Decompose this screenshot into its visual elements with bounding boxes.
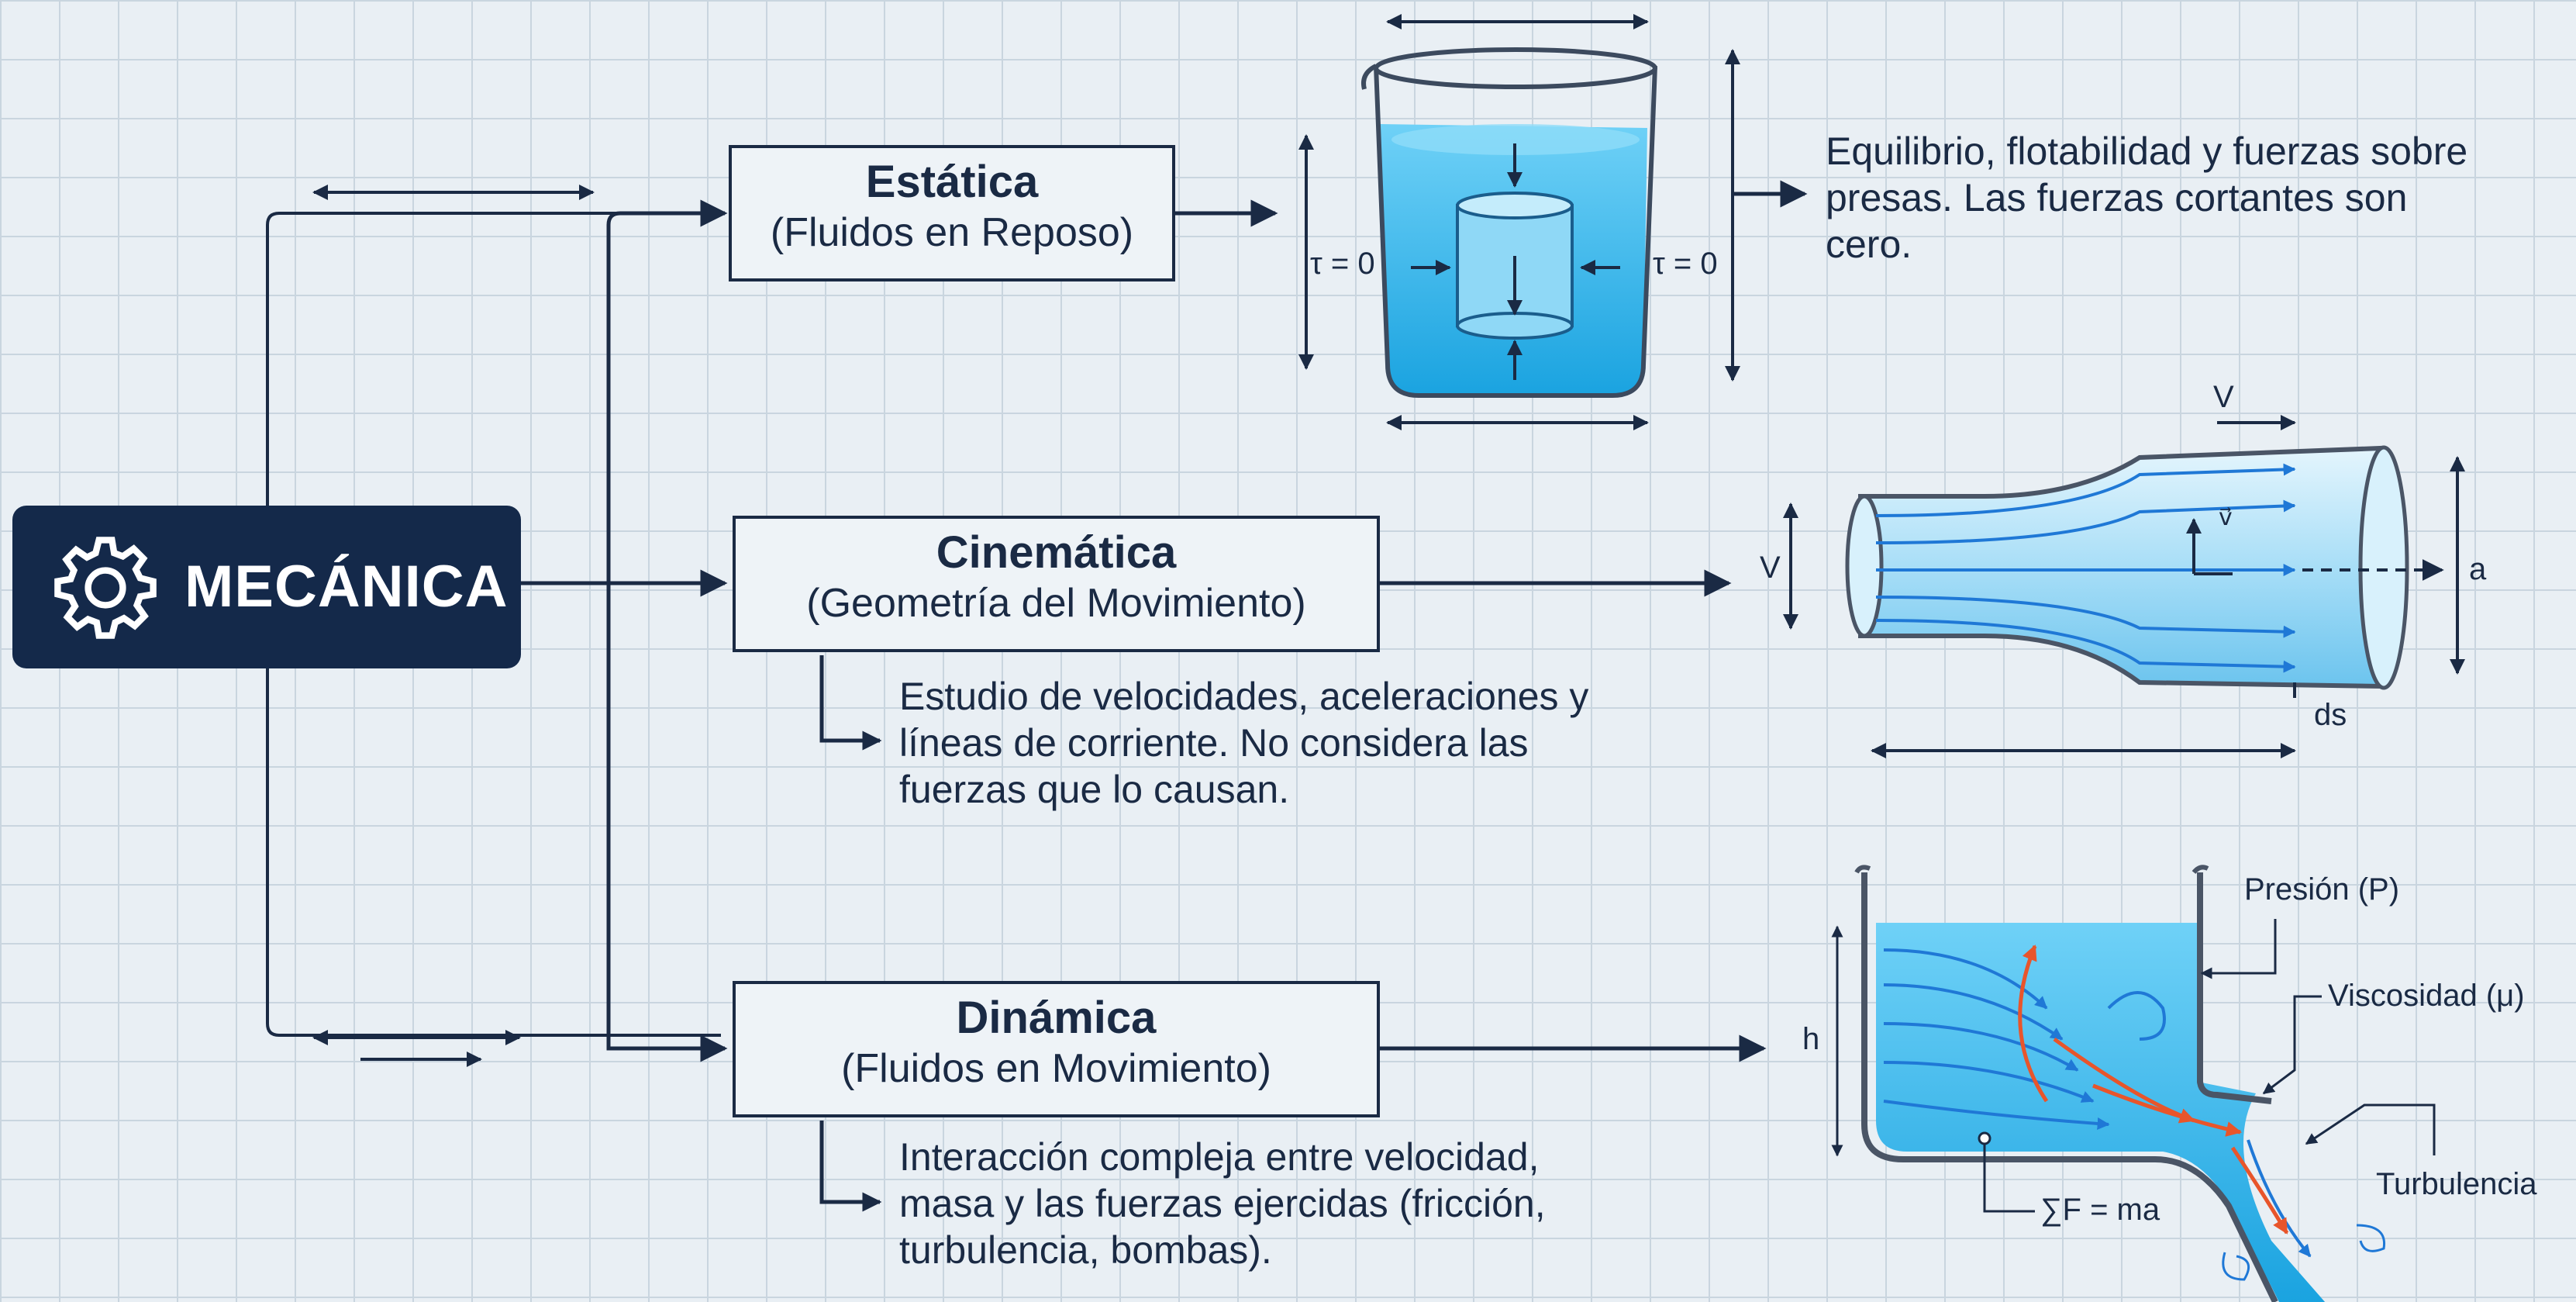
branch-box-estatica: Estática (Fluidos en Reposo) (729, 145, 1175, 281)
branch-title-estatica: Estática (865, 157, 1039, 207)
branch-connectors (521, 180, 1808, 1212)
description-line: Interacción compleja entre velocidad, (899, 1135, 1540, 1179)
velocity-top-label: V (2213, 380, 2234, 414)
turbulence-label: Turbulencia (2376, 1167, 2537, 1201)
branch-title-cinematica: Cinemática (936, 527, 1177, 578)
velocity-vector-label: v⃗ (2219, 505, 2233, 530)
tau-right-label: τ = 0 (1653, 247, 1718, 281)
root-label: MECÁNICA (184, 554, 509, 620)
description-line: Equilibrio, flotabilidad y fuerzas sobre (1826, 130, 2468, 173)
description-line: fuerzas que lo causan. (899, 768, 1290, 811)
branch-title-dinamica: Dinámica (956, 993, 1157, 1043)
branch-subtitle-estatica: (Fluidos en Reposo) (770, 210, 1134, 255)
beaker-illustration (1298, 14, 1740, 430)
tank-illustration (1831, 865, 2436, 1302)
height-label: h (1802, 1022, 1820, 1056)
ds-label: ds (2314, 698, 2347, 732)
newton-law-label: ∑F = ma (2040, 1193, 2160, 1227)
viscosity-label: Viscosidad (μ) (2328, 979, 2525, 1013)
branch-subtitle-cinematica: (Geometría del Movimiento) (806, 581, 1306, 626)
description-line: masa y las fuerzas ejercidas (fricción, (899, 1182, 1546, 1225)
description-estatica: Equilibrio, flotabilidad y fuerzas sobre… (1826, 128, 2467, 268)
pressure-label: Presión (P) (2244, 872, 2400, 907)
description-cinematica: Estudio de velocidades, aceleraciones y … (899, 673, 1588, 813)
tau-left-label: τ = 0 (1310, 247, 1375, 281)
area-label: a (2469, 552, 2487, 586)
description-line: presas. Las fuerzas cortantes son (1826, 176, 2408, 219)
description-line: Estudio de velocidades, aceleraciones y (899, 675, 1589, 718)
branch-box-dinamica: Dinámica (Fluidos en Movimiento) (733, 981, 1380, 1117)
branch-box-cinematica: Cinemática (Geometría del Movimiento) (733, 516, 1380, 652)
root-node: MECÁNICA (12, 506, 521, 668)
description-line: cero. (1826, 223, 1912, 266)
branch-subtitle-dinamica: (Fluidos en Movimiento) (841, 1046, 1271, 1091)
description-line: líneas de corriente. No considera las (899, 721, 1529, 765)
velocity-left-label: V (1760, 551, 1781, 585)
pipe-illustration (1783, 415, 2465, 758)
description-dinamica: Interacción compleja entre velocidad, ma… (899, 1134, 1546, 1273)
gear-icon (54, 537, 157, 639)
description-line: turbulencia, bombas). (899, 1228, 1272, 1272)
left-bracket (266, 185, 723, 1067)
